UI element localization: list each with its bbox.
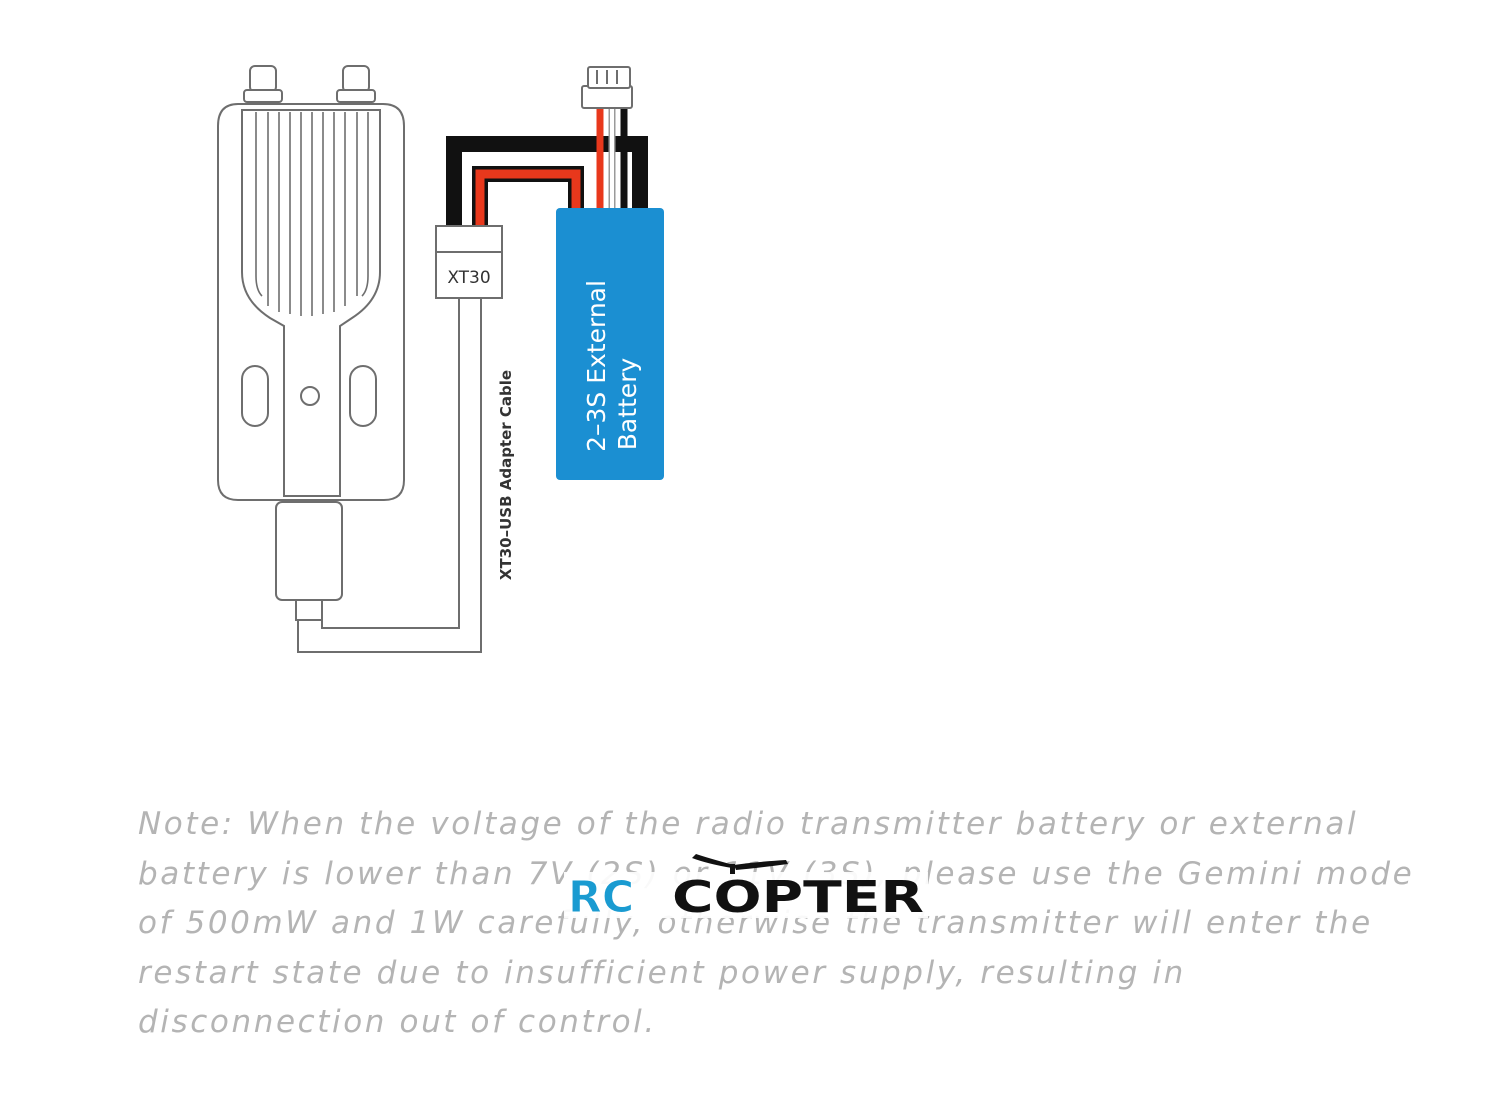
- usb-plug: [295, 599, 323, 621]
- propeller-icon: [692, 854, 788, 874]
- note-paragraph: Note: When the voltage of the radio tran…: [138, 800, 1468, 1048]
- battery-label-line1: 2–3S External: [582, 280, 611, 452]
- watermark-word-copter: COPTER: [672, 872, 924, 920]
- note-line-5: disconnection out of control.: [138, 1004, 657, 1040]
- adapter-cable: [297, 298, 482, 653]
- antenna-connector-left: [243, 65, 283, 103]
- wiring-diagram: XT30 XT30–USB Adapter Cable 2–3S Externa…: [217, 65, 664, 653]
- watermark-word-rc: RC: [568, 872, 634, 920]
- balance-plug: [581, 66, 633, 109]
- note-line-1: Note: When the voltage of the radio tran…: [138, 806, 1359, 842]
- mount-slot-left: [241, 365, 269, 427]
- mount-slot-right: [349, 365, 377, 427]
- rc-copter-watermark: RC COPTER: [564, 854, 928, 920]
- transmitter-module: [217, 65, 405, 621]
- center-screw: [300, 386, 320, 406]
- heatsink-fins: [255, 112, 369, 316]
- battery-wires: [446, 104, 648, 228]
- module-body: [217, 103, 405, 501]
- note-line-4: restart state due to insufficient power …: [138, 954, 1186, 991]
- antenna-connector-right: [336, 65, 376, 103]
- usb-port-housing: [275, 501, 343, 601]
- battery-label-line2: Battery: [613, 358, 642, 451]
- wire-black-outer: [446, 136, 648, 228]
- cable-label: XT30–USB Adapter Cable: [497, 370, 515, 580]
- xt30-label: XT30: [447, 268, 490, 288]
- xt30-connector: XT30: [435, 225, 503, 299]
- heatsink: [241, 109, 381, 497]
- external-battery: 2–3S External Battery: [556, 208, 664, 480]
